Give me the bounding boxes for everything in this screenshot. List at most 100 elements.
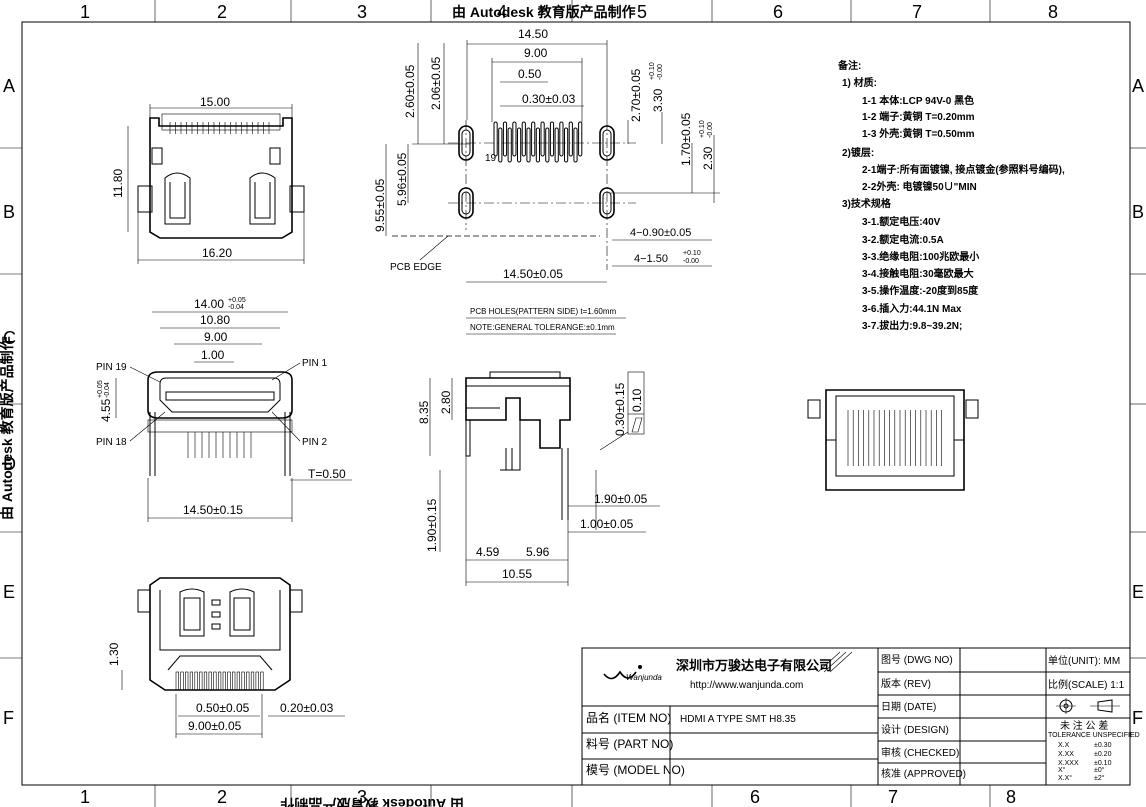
grid-labels-bottom: 1 2 3 6 7 8 [80,787,1016,807]
pcb-pad [578,121,583,157]
pcb-dim-right-3: 1.70±0.05 [679,112,693,166]
front-pin-18: PIN 18 [96,437,127,448]
design-label: 设计 (DESIGN) [881,723,949,736]
pcb-pad [517,127,522,163]
scale-label: 比例(SCALE) 1:1 [1048,678,1125,691]
bottom-view-pin [241,671,245,691]
bottom-view-pin [232,671,236,691]
notes-line-4: 1-3 外壳:黄铜 T=0.50mm [862,127,975,140]
bottom-view-pin [236,671,241,691]
grid-row-e: E [3,582,15,602]
bottom-view-pin [250,671,255,691]
dwg-no-label: 图号 (DWG NO) [881,654,953,666]
pcb-dim-hole-1: 4−0.90±0.05 [630,227,691,239]
front-dim-total-tol-lower: -0.04 [228,304,244,311]
bottom-view-pin [189,671,194,691]
pcb-dim-right-4-tol-lower: -0.00 [707,122,714,138]
title-block: Wanjunda 深圳市万骏达电子有限公司 http://www.wanjund… [581,647,1140,786]
pcb-dim-bottom: 14.50±0.05 [503,267,563,281]
notes-line-5: 2)镀层: [842,146,874,159]
top-view-dim-height: 11.80 [111,169,125,198]
grid-row-b: B [3,202,15,222]
watermark-bottom: 由 Autodesk 教育版产品制作 [280,796,464,807]
front-pin-2: PIN 2 [302,437,327,448]
grid-row-b-right: B [1132,202,1144,222]
front-dim-thickness: T=0.50 [308,467,346,481]
side-dim-total-height: 8.35 [417,400,431,424]
pcb-pad [526,127,531,163]
notes-line-1: 1) 材质: [842,76,877,89]
pcb-dim-hole-2-tol-lower: -0.00 [683,258,699,265]
part-no-label: 料号 (PART NO) [586,737,673,751]
front-dim-total-tol-upper: +0.05 [228,297,246,304]
tol-row-2-key: X.XX [1058,751,1074,758]
tolerance-subtitle: TOLERANCE UNSPECIFIED [1048,732,1140,739]
grid-col-7: 7 [912,2,922,22]
checked-label: 审核 (CHECKED) [881,746,959,759]
tol-row-4-value: ±0° [1094,766,1105,774]
watermark-left: 由 Autodesk 教育版产品制作 [0,336,15,520]
company-name: 深圳市万骏达电子有限公司 [676,658,832,674]
bottom-view-pin [175,671,179,691]
notes-line-2: 1-1 本体:LCP 94V-0 黑色 [862,94,974,107]
front-dim-height: 4.55 [99,398,113,422]
tol-row-1-value: ±0.30 [1094,742,1112,749]
notes-block: 备注: 1) 材质: 1-1 本体:LCP 94V-0 黑色 1-2 端子:黄铜… [837,59,1065,332]
pcb-dim-hole-2-tol-upper: +0.10 [683,250,701,257]
tol-row-3-key: X.XXX [1058,760,1079,767]
side-dim-upper: 2.80 [439,390,453,414]
grid-col-8-bottom: 8 [1006,787,1016,807]
front-dim-pitch: 1.00 [201,348,225,362]
pcb-dim-left-2: 2.06±0.05 [429,56,443,110]
grid-row-a-right: A [1132,76,1144,96]
pcb-pad [521,121,526,157]
pcb-dim-right-2-tol-lower: -0.00 [657,64,664,80]
bottom-dim-total: 9.00±0.05 [188,719,242,733]
pcb-dim-right-2: 3.30 [651,88,665,112]
side-dim-leg-2: 1.00±0.05 [580,517,634,531]
pcb-note-holes: PCB HOLES(PATTERN SIDE) t=1.60mm [470,307,617,316]
side-dim-flat-symbol: 0.10 [630,388,644,412]
front-dim-bottom: 14.50±0.15 [183,503,243,517]
front-dim-inner: 10.80 [200,313,230,327]
front-pin-19: PIN 19 [96,362,127,373]
grid-col-6-bottom: 6 [750,787,760,807]
rev-label: 版本 (REV) [881,677,931,690]
pcb-footprint-view: 14.50 9.00 0.50 0.30±0.03 19 2.60±0.05 2… [373,27,720,335]
unit-label: 单位(UNIT): MM [1048,654,1120,667]
bottom-view-pin [185,671,189,691]
pcb-dim-pins: 9.00 [524,46,548,60]
bottom-dim-height: 1.30 [107,642,121,666]
bottom-dim-pad: 0.20±0.03 [280,701,334,715]
notes-line-7: 2-2外壳: 电镀镍50∪"MIN [862,180,977,193]
notes-title: 备注: [837,59,861,72]
grid-col-3-bottom: 3 [357,787,367,807]
pcb-pad [507,127,512,163]
tol-row-5-value: ±2° [1094,774,1105,782]
pcb-pad [549,121,555,157]
side-view: 8.35 2.80 0.30±0.15 0.10 1.90±0.05 1.00±… [417,371,660,586]
pcb-pin-label: 19 [485,153,497,164]
pcb-pad [554,127,559,163]
notes-line-10: 3-2.额定电流:0.5A [862,233,944,246]
pcb-pad [535,127,540,163]
pcb-pad [564,127,569,163]
tol-row-2-value: ±0.20 [1094,751,1112,758]
pcb-dim-right-1: 2.70±0.05 [629,68,643,122]
bottom-view-pin [194,671,198,691]
grid-row-f-right: F [1132,708,1143,728]
pcb-dim-depth-1: 9.55±0.05 [373,178,387,232]
notes-line-14: 3-6.插入力:44.1N Max [862,302,962,315]
pcb-dim-pitch: 0.50 [518,67,542,81]
grid-col-8: 8 [1048,2,1058,22]
bottom-view-pin [246,671,250,691]
tol-row-5-key: X.X° [1058,774,1072,782]
item-no-label: 品名 (ITEM NO) [586,710,671,725]
pcb-dim-pad: 0.30±0.03 [522,92,576,106]
notes-line-6: 2-1端子:所有面镀镍, 接点镀金(参照料号编码), [862,163,1065,176]
side-dim-flat: 0.30±0.15 [613,382,627,436]
notes-line-3: 1-2 端子:黄铜 T=0.20mm [862,110,975,123]
bottom-view-pin [180,671,184,691]
company-url: http://www.wanjunda.com [690,680,803,691]
